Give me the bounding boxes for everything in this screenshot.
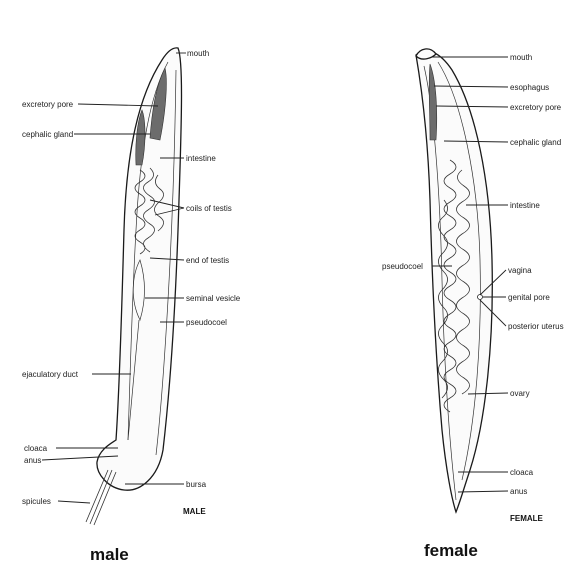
female-label-intestine: intestine [510,201,540,210]
female-label-cephalic-gland: cephalic gland [510,138,561,147]
male-label-ejaculatory-duct: ejaculatory duct [22,370,79,379]
female-label-pseudocoel: pseudocoel [382,262,423,271]
male-label-seminal-vesicle: seminal vesicle [186,294,241,303]
female-worm [416,49,492,512]
male-label-bursa: bursa [186,480,207,489]
male-label-excretory-pore: excretory pore [22,100,74,109]
female-label-ovary: ovary [510,389,530,398]
male-label-mouth: mouth [187,49,209,58]
female-label-posterior-uterus: posterior uterus [508,322,564,331]
female-label-esophagus: esophagus [510,83,549,92]
male-label-anus: anus [24,456,41,465]
male-label-end-of-testis: end of testis [186,256,229,265]
male-label-pseudocoel: pseudocoel [186,318,227,327]
male-worm [86,48,182,525]
female-label-excretory-pore: excretory pore [510,103,562,112]
male-label-spicules: spicules [22,497,51,506]
female-body-outline [416,51,492,512]
female-genital-pore [478,295,483,300]
female-label-anus: anus [510,487,527,496]
female-label-genital-pore: genital pore [508,293,550,302]
female-label-mouth: mouth [510,53,532,62]
male-label-coils-of-testis: coils of testis [186,204,232,213]
female-label-vagina: vagina [508,266,532,275]
female-label-cloaca: cloaca [510,468,534,477]
male-label-intestine: intestine [186,154,216,163]
male-label-cephalic-gland: cephalic gland [22,130,73,139]
male-tag: MALE [183,507,206,516]
female-caption: female [424,541,478,560]
male-body-outline [97,48,182,490]
female-tag: FEMALE [510,514,544,523]
male-caption: male [90,545,129,564]
male-label-cloaca: cloaca [24,444,48,453]
